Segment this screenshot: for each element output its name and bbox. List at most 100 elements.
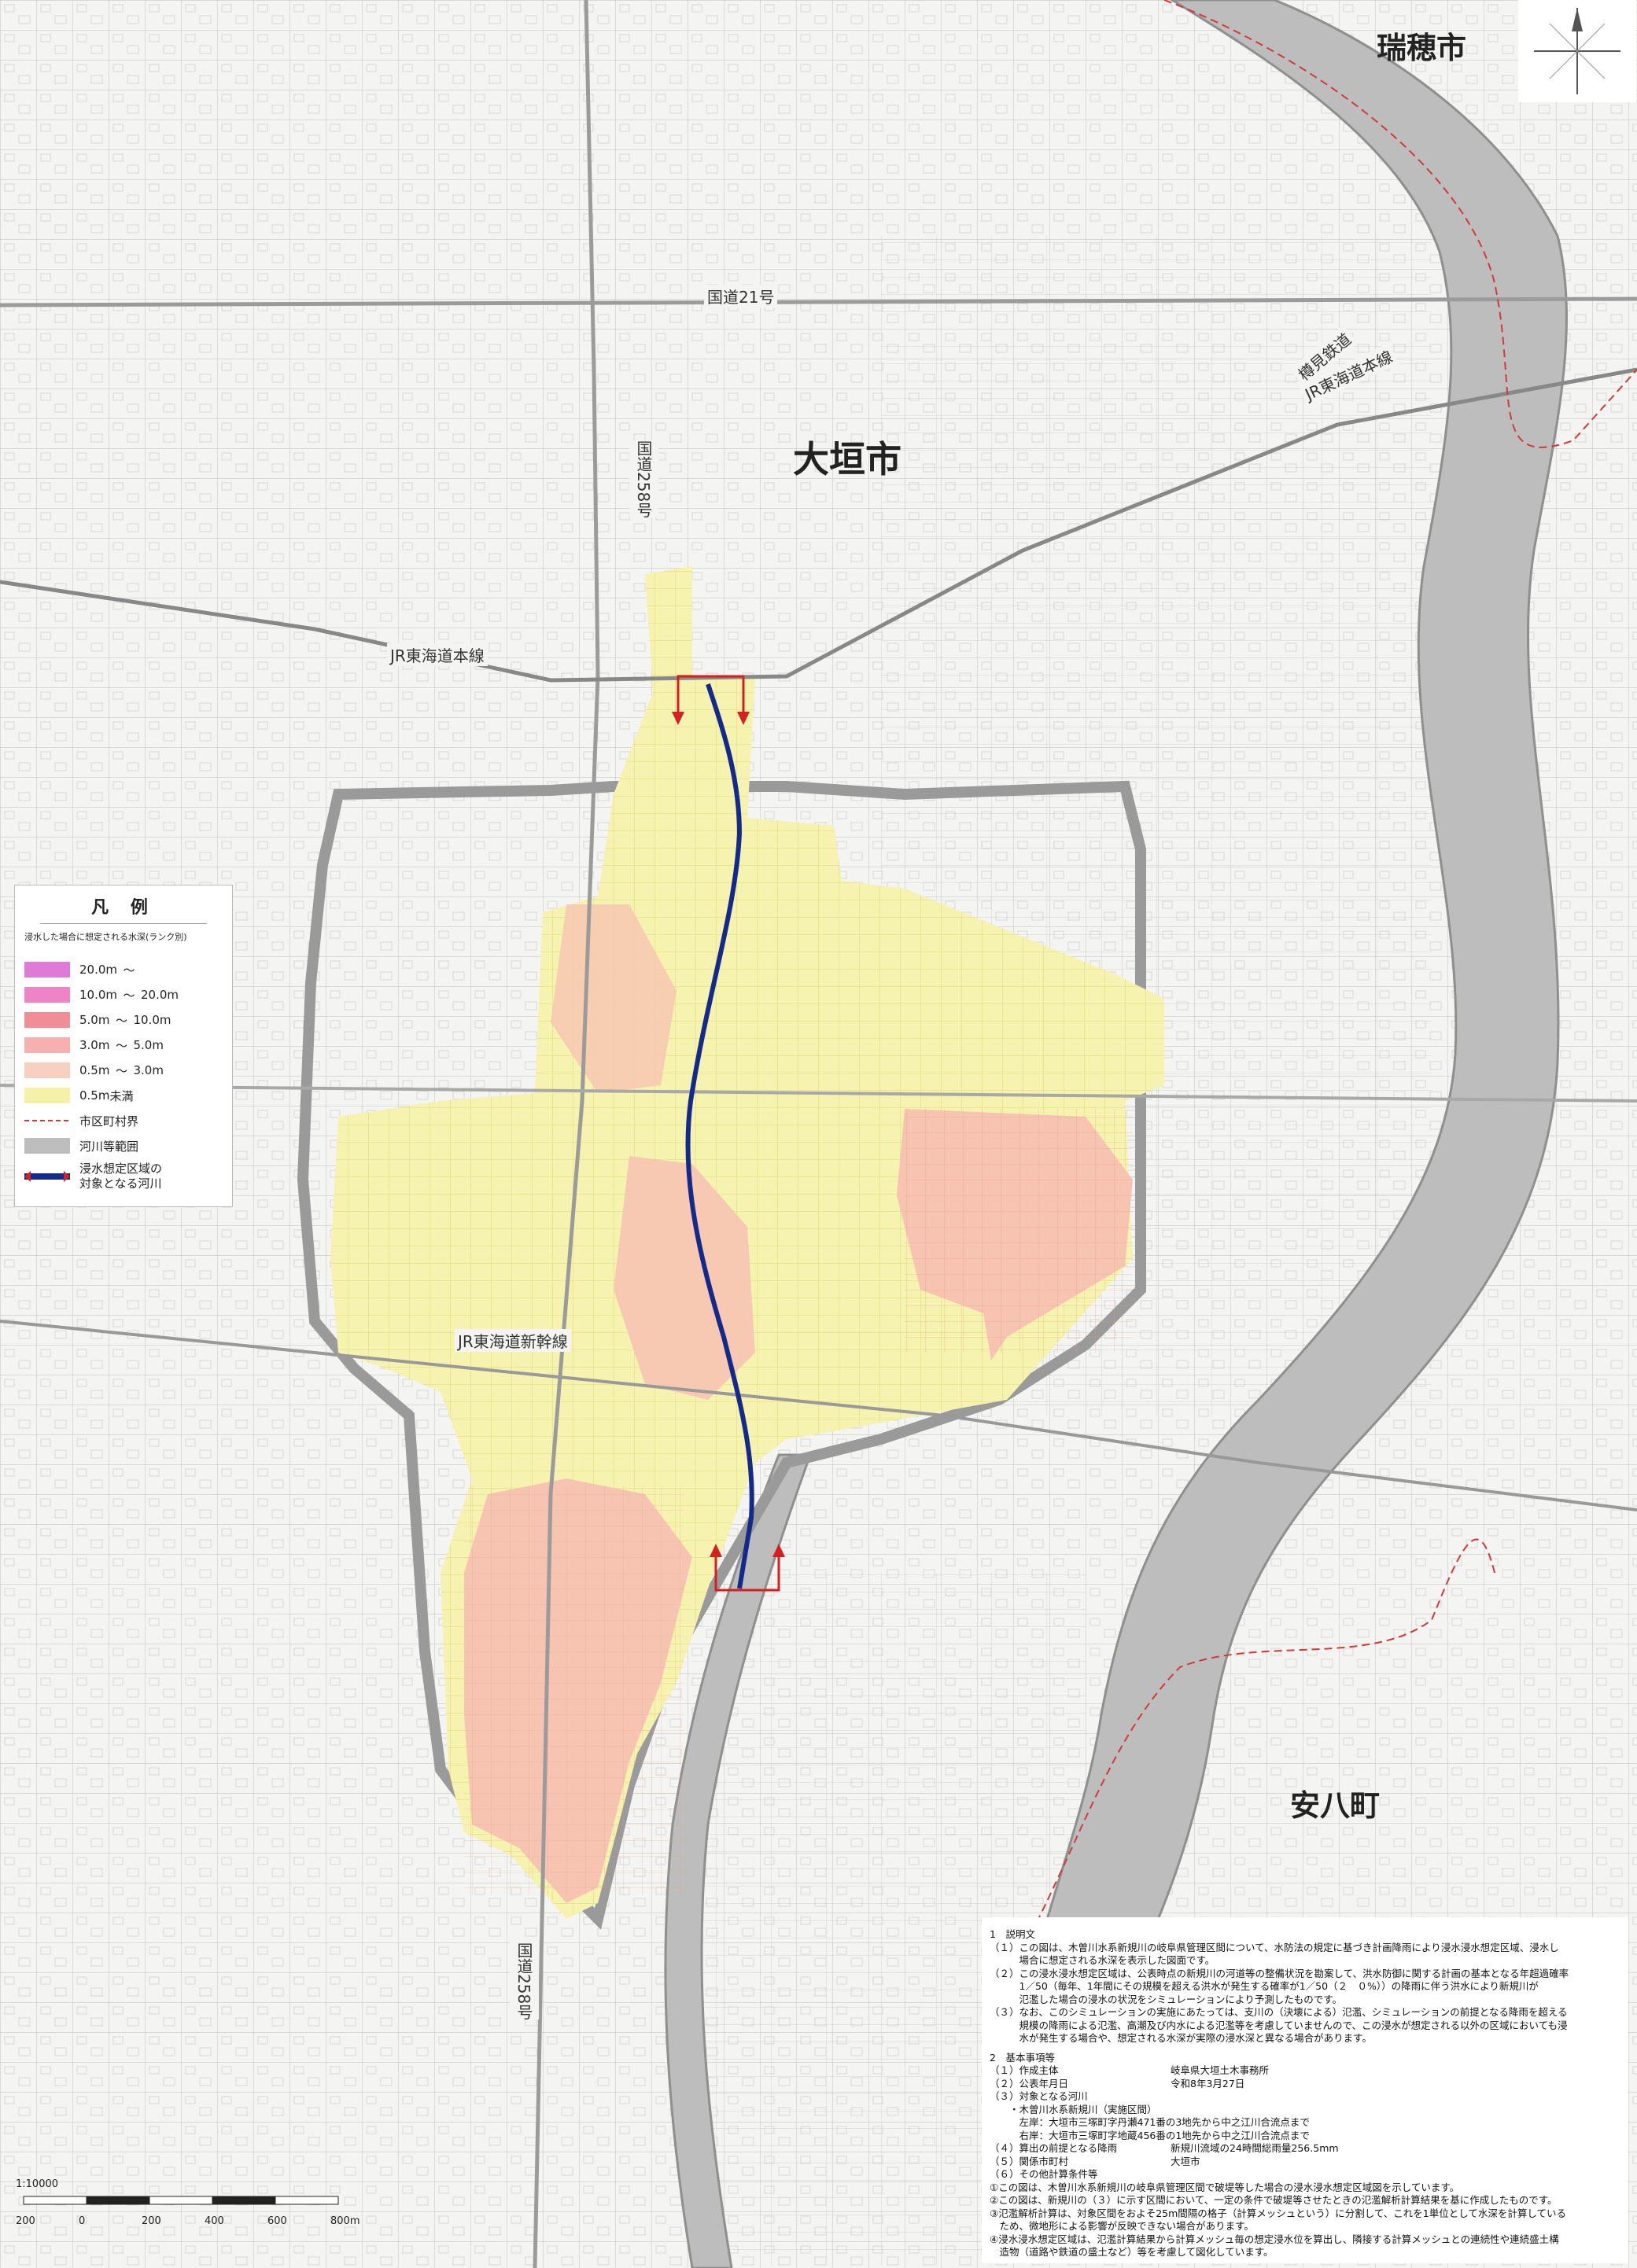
target-river: [685, 683, 754, 1589]
legend-depth-sep: ～: [115, 1013, 127, 1028]
notes-section2-title: 2 基本事項等: [990, 2051, 1055, 2064]
place-ogaki: 大垣市: [793, 438, 901, 480]
notes-row: ・木曽川水系新規川（実施区間）: [990, 2104, 1620, 2117]
municipal-boundary: [1038, 0, 1637, 1920]
legend-depth-to: 10.0m: [133, 1013, 171, 1027]
legend-subtitle: 浸水した場合に想定される水深(ランク別): [24, 932, 187, 942]
label-shinkansen: JR東海道新幹線: [455, 1329, 571, 1352]
scale-ratio: 1:10000: [16, 2178, 59, 2190]
legend-depth-from: 0.5m: [79, 1063, 110, 1077]
notes-row: 右岸：大垣市三塚町字地蔵456番の1地先から中之江川合流点まで: [990, 2130, 1620, 2143]
scale-ticks: 200 0 200 400 600 800m: [16, 2215, 362, 2229]
compass-icon: [1518, 0, 1636, 102]
road-east-west: [0, 1084, 1637, 1103]
notes-section2-extra: ①この図は、木曽川水系新規川の岐阜県管理区間で破堤等した場合の浸水浸水想定区域図…: [990, 2181, 1620, 2259]
scale-tick-label: 400: [205, 2215, 224, 2227]
notes-line: 水が発生する場合や、想定される水深が実際の浸水深と異なる場合があります。: [990, 2032, 1372, 2044]
place-anpachi: 安八町: [1290, 1788, 1381, 1823]
legend-depth-from: 10.0m: [79, 988, 118, 1002]
notes-row: （４）算出の前提となる降雨新規川流域の24時間総雨量256.5mm: [990, 2142, 1620, 2156]
legend-depth-swatch: [24, 1012, 70, 1028]
legend-depth-sep: ～: [115, 1038, 127, 1053]
rail-jr-tokaido: [0, 367, 1637, 683]
notes-section1-body: （１）この図は、木曽川水系新規川の岐阜県管理区間について、水防法の規定に基づき計…: [990, 1942, 1620, 2045]
notes-line: 場合に想定される水深を表示した図面です。: [990, 1954, 1215, 1966]
legend-boundary-label: 市区町村界: [79, 1114, 139, 1128]
section-arrow-downstream-left: [710, 1544, 722, 1557]
legend-depth-from: 20.0m: [79, 963, 118, 977]
legend-depth-to: 3.0m: [133, 1063, 164, 1077]
notes-row-key: 右岸：大垣市三塚町字地蔵456番の1地先から中之江川合流点まで: [990, 2129, 1310, 2141]
scale-bar: 1:10000 200 0 200 400 600 800m: [16, 2178, 362, 2257]
legend-depth-from: 3.0m: [79, 1038, 110, 1052]
section-marker-upstream: [677, 675, 745, 712]
south-river-area: [664, 1453, 813, 2268]
legend-depth-swatch: [24, 1088, 70, 1103]
flood-zone-medium-grid-east: [905, 1109, 1133, 1353]
scale-tick-label: 800m: [330, 2215, 360, 2227]
notes-line: （３）なお、このシミュレーションの実施にあたっては、支川の（決壊による）氾濫、シ…: [990, 2006, 1568, 2018]
legend-depth-sep: 未満: [109, 1088, 134, 1103]
notes-line: ③氾濫解析計算は、対象区間をおよそ25m間隔の格子（計算メッシュという）に分割し…: [990, 2207, 1566, 2219]
notes-row-key: （２）公表年月日: [990, 2077, 1069, 2089]
notes-line: 造物（道路や鉄道の盛土など）等を考慮して図化しています。: [990, 2246, 1274, 2258]
notes-row: （５）関係市町村大垣市: [990, 2156, 1620, 2169]
notes-row: （６）その他計算条件等: [990, 2168, 1620, 2181]
notes-line: 規模の降雨による氾濫、高潮及び内水による氾濫等を考慮していませんので、この浸水が…: [990, 2019, 1568, 2031]
legend-depth-rank: 5.0m ～ 10.0m: [24, 1007, 223, 1033]
road-route21: [0, 296, 1637, 307]
notes-row-key: （１）作成主体: [990, 2064, 1059, 2076]
label-route258-north: 国道258号: [629, 440, 658, 518]
scale-tick-label: 0: [79, 2215, 86, 2227]
legend-river-area-swatch: [24, 1138, 70, 1154]
legend-depth-rank: 20.0m ～: [24, 957, 223, 982]
legend-depth-rank: 3.0m ～ 5.0m: [24, 1033, 223, 1058]
notes-row: （２）公表年月日 令和8年3月27日: [990, 2078, 1620, 2091]
section-arrow-upstream-left: [672, 712, 684, 725]
notes-row: （１）作成主体 岐阜県大垣土木事務所: [990, 2064, 1620, 2078]
notes-row-value: 岐阜県大垣土木事務所: [1171, 2064, 1270, 2076]
place-mizuho: 瑞穂市: [1377, 31, 1467, 65]
notes-row-key: （６）その他計算条件等: [990, 2168, 1098, 2180]
notes-row-key: （５）関係市町村: [990, 2155, 1069, 2167]
legend-depth-from: 0.5m: [79, 1088, 110, 1103]
legend-depth-sep: ～: [123, 988, 135, 1003]
legend-depth-to: 20.0m: [141, 988, 179, 1002]
legend-target-river-line1: 浸水想定区域の: [79, 1162, 163, 1176]
legend-depth-swatch: [24, 987, 70, 1003]
legend-target-river-line2: 対象となる河川: [79, 1176, 162, 1191]
legend-depth-sep: ～: [123, 963, 135, 978]
rail-shinkansen: [0, 1320, 1637, 1511]
legend-target-river-label: 浸水想定区域の 対象となる河川: [79, 1162, 162, 1191]
scale-tick-label: 200: [16, 2215, 35, 2227]
legend-depth-from: 5.0m: [79, 1013, 110, 1027]
notes-row-key: （３）対象となる河川: [990, 2090, 1088, 2102]
notes-section2-body: （１）作成主体 岐阜県大垣土木事務所 （２）公表年月日 令和8年3月27日 （３）対象と…: [990, 2064, 1620, 2181]
legend-depth-rank: 10.0m ～ 20.0m: [24, 982, 223, 1007]
legend-depth-to: 5.0m: [133, 1038, 164, 1052]
notes-row: 左岸：大垣市三塚町字丹瀬471番の3地先から中之江川合流点まで: [990, 2116, 1620, 2130]
scale-tick-label: 200: [142, 2215, 161, 2227]
notes-line: ため、微地形による影響が反映できない場合があります。: [990, 2220, 1254, 2232]
legend-depth-swatch: [24, 962, 70, 978]
notes-row-value: 令和8年3月27日: [1171, 2077, 1245, 2089]
notes-row-key: ・木曽川水系新規川（実施区間）: [990, 2103, 1157, 2115]
section-arrow-upstream-right: [737, 712, 750, 725]
road-route258: [533, 0, 600, 2268]
legend-boundary: 市区町村界: [24, 1108, 223, 1133]
notes-line: ②この図は、新規川の（３）に示す区間において、一定の条件で破堤等させたときの氾濫…: [990, 2194, 1558, 2206]
notes-row: （３）対象となる河川: [990, 2090, 1620, 2104]
legend-boundary-icon: [24, 1120, 70, 1121]
legend-depth-swatch: [24, 1037, 70, 1053]
legend-title: 凡 例: [40, 893, 207, 924]
explanation-notes: 1 説明文 （１）この図は、木曽川水系新規川の岐阜県管理区間について、水防法の規…: [982, 1917, 1628, 2263]
flood-zone-medium-grid-south: [464, 1486, 684, 1895]
section-arrow-downstream-right: [772, 1544, 785, 1557]
notes-line: （１）この図は、木曽川水系新規川の岐阜県管理区間について、水防法の規定に基づき計…: [990, 1941, 1559, 1953]
label-route21: 国道21号: [704, 285, 778, 307]
notes-line: 1／50（毎年、1年間にその規模を超える洪水が発生する確率が1／50（２ ０%）…: [990, 1980, 1539, 1992]
notes-line: （２）この浸水浸水想定区域は、公表時点の新規川の河道等の整備状況を勘案して、洪水…: [990, 1967, 1569, 1979]
legend-river-area-label: 河川等範囲: [79, 1139, 139, 1154]
scale-tick-label: 600: [267, 2215, 287, 2227]
